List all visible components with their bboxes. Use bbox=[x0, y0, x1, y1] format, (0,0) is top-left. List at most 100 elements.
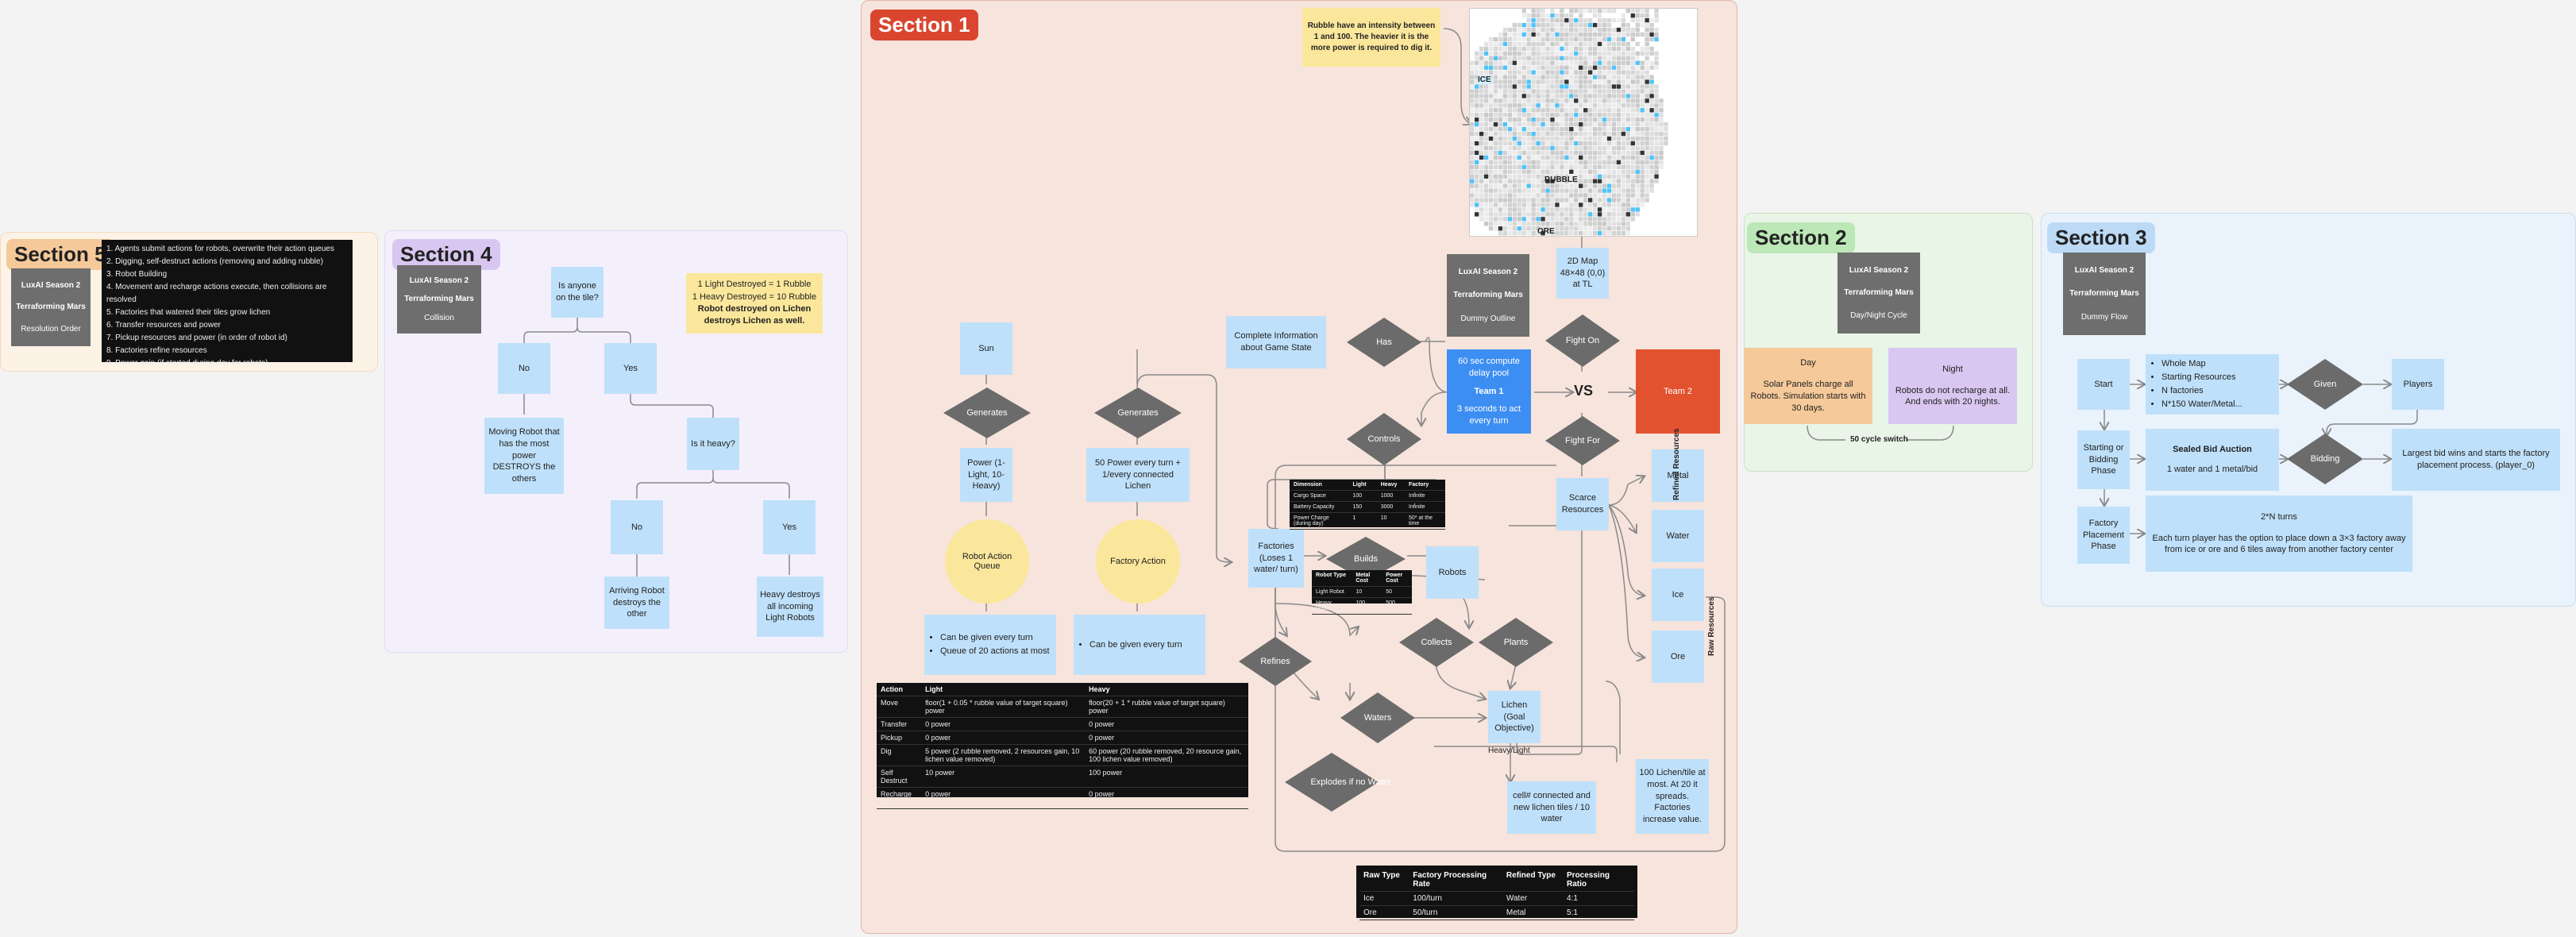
bullet: Whole Map bbox=[2161, 358, 2242, 370]
table-cell: 0 power bbox=[921, 731, 1086, 745]
table-cell: Self Destruct bbox=[877, 765, 922, 788]
heavy-destroys-node: Heavy destroys all incoming Light Robots bbox=[757, 576, 823, 637]
table-cell: 4:1 bbox=[1563, 892, 1634, 906]
auction-title: Sealed Bid Auction bbox=[2173, 445, 2252, 455]
bullet: N*150 Water/Metal... bbox=[2161, 399, 2242, 411]
card-subtitle: Terraforming Mars bbox=[2069, 289, 2139, 299]
step: 3. Robot Building bbox=[106, 270, 168, 279]
team-1-line: 3 seconds to act every turn bbox=[1456, 404, 1521, 426]
step: 4. Movement and recharge actions execute… bbox=[106, 283, 327, 304]
night-node: Night Robots do not recharge at all. And… bbox=[1888, 348, 2017, 424]
card-subtitle: Terraforming Mars bbox=[404, 295, 474, 304]
bidding-phase-node: Starting or Bidding Phase bbox=[2077, 430, 2130, 489]
diamond-label: Bidding bbox=[2310, 454, 2340, 464]
table-header: Factory bbox=[1405, 480, 1445, 491]
moving-robot-node: Moving Robot that has the most power DES… bbox=[484, 418, 564, 494]
card-subtitle: Terraforming Mars bbox=[1453, 291, 1523, 300]
robot-action-queue-node: Robot Action Queue bbox=[945, 519, 1029, 603]
complete-info-node: Complete Information about Game State bbox=[1226, 316, 1326, 368]
rubble-note: 1 Light Destroyed = 1 Rubble 1 Heavy Des… bbox=[686, 273, 823, 334]
table-cell: 1 bbox=[1348, 512, 1377, 530]
metal-node: Metal bbox=[1652, 449, 1704, 502]
table-header: Metal Cost bbox=[1352, 570, 1382, 587]
card-subtitle: Terraforming Mars bbox=[1844, 288, 1914, 298]
table-cell: 150 bbox=[1348, 501, 1377, 513]
ore-node: Ore bbox=[1652, 630, 1704, 683]
factory-power-node: 50 Power every turn + 1/every connected … bbox=[1086, 448, 1190, 502]
card-subtitle: Terraforming Mars bbox=[16, 303, 86, 312]
step: 2. Digging, self-destruct actions (remov… bbox=[106, 257, 323, 266]
given-diamond: Given bbox=[2287, 359, 2363, 410]
robot-action-bullets: Can be given every turnQueue of 20 actio… bbox=[924, 615, 1056, 675]
largest-bid-node: Largest bid wins and starts the factory … bbox=[2392, 429, 2560, 491]
auction-text: 1 water and 1 metal/bid bbox=[2166, 465, 2258, 474]
bullet: Starting Resources bbox=[2161, 372, 2242, 384]
diamond-label: Collects bbox=[1421, 638, 1452, 647]
anyone-on-tile-node: Is anyone on the tile? bbox=[551, 267, 604, 318]
diamond-label: Fight On bbox=[1565, 336, 1600, 345]
collision-card: LuxAI Season 2 Terraforming Mars Collisi… bbox=[397, 265, 481, 334]
night-text: Robots do not recharge at all. And ends … bbox=[1895, 385, 2011, 407]
day-title: Day bbox=[1800, 358, 1816, 368]
step: 6. Transfer resources and power bbox=[106, 321, 221, 330]
factory-action-bullets: Can be given every turn bbox=[1074, 615, 1205, 675]
players-node: Players bbox=[2392, 359, 2444, 410]
table-header: Factory Processing Rate bbox=[1409, 869, 1502, 892]
bidding-diamond: Bidding bbox=[2287, 434, 2363, 484]
start-node: Start bbox=[2077, 359, 2130, 410]
table-header: Action bbox=[877, 683, 922, 696]
diamond-label: Waters bbox=[1363, 713, 1392, 723]
table-cell: 5:1 bbox=[1563, 905, 1634, 920]
table-cell: 100 power bbox=[1085, 765, 1248, 788]
card-title: LuxAI Season 2 bbox=[1458, 268, 1518, 277]
rubble-label: RUBBLE bbox=[1544, 175, 1578, 184]
table-cell: Power Charge (during day) bbox=[1290, 512, 1349, 530]
refines-diamond: Refines bbox=[1239, 637, 1312, 686]
cells-water-node: cell# connected and new lichen tiles / 1… bbox=[1507, 781, 1596, 834]
factories-node: Factories (Loses 1 water/ turn) bbox=[1248, 529, 1304, 588]
section-4-label: Section 4 bbox=[392, 239, 500, 270]
turns-text: Each turn player has the option to place… bbox=[2152, 533, 2406, 555]
factory-action-node: Factory Action bbox=[1096, 519, 1180, 603]
table-cell: Light Robot bbox=[1312, 587, 1352, 598]
arriving-robot-node: Arriving Robot destroys the other bbox=[604, 576, 669, 629]
scarce-resources-node: Scarce Resources bbox=[1556, 478, 1609, 530]
resolution-steps-list: 1. Agents submit actions for robots, ove… bbox=[102, 240, 353, 368]
table-cell: 1000 bbox=[1376, 491, 1406, 502]
table-header: Processing Ratio bbox=[1563, 869, 1634, 892]
table-cell: 0 power bbox=[1085, 787, 1248, 809]
dummy-flow-card: LuxAI Season 2 Terraforming Mars Dummy F… bbox=[2063, 253, 2146, 335]
cycle-switch-label: 50 cycle switch bbox=[1850, 435, 1908, 444]
day-night-card: LuxAI Season 2 Terraforming Mars Day/Nig… bbox=[1838, 253, 1920, 334]
terrain-map: ICE RUBBLE bbox=[1469, 8, 1698, 237]
vs-label: VS bbox=[1574, 383, 1594, 399]
bullet: Can be given every turn bbox=[940, 632, 1050, 644]
table-cell: 500 bbox=[1382, 597, 1412, 615]
table-cell: 100/turn bbox=[1409, 892, 1502, 906]
table-header: Heavy bbox=[1085, 683, 1248, 696]
ore-label: ORE bbox=[1537, 227, 1555, 236]
table-cell: Battery Capacity bbox=[1290, 501, 1349, 513]
table-cell: Infinite bbox=[1405, 491, 1445, 502]
note-line: 1 Heavy Destroyed = 10 Rubble bbox=[692, 291, 817, 302]
step: 8. Factories refine resources bbox=[106, 346, 207, 355]
table-cell: Infinite bbox=[1405, 501, 1445, 513]
diamond-label: Controls bbox=[1367, 434, 1401, 444]
section-2-label: Section 2 bbox=[1747, 222, 1855, 253]
table-cell: 50* at the time bbox=[1405, 512, 1445, 530]
table-header: Heavy bbox=[1376, 480, 1406, 491]
diamond-label: Generates bbox=[966, 408, 1008, 418]
table-header: Light bbox=[1348, 480, 1377, 491]
bullet: N factories bbox=[2161, 385, 2242, 397]
table-cell: 50/turn bbox=[1409, 905, 1502, 920]
diamond-label: Explodes if no Water bbox=[1310, 777, 1391, 787]
controls-diamond: Controls bbox=[1347, 413, 1421, 465]
lichen-spread-note: 100 Lichen/tile at most. At 20 it spread… bbox=[1636, 759, 1709, 834]
table-cell: 0 power bbox=[921, 717, 1086, 731]
